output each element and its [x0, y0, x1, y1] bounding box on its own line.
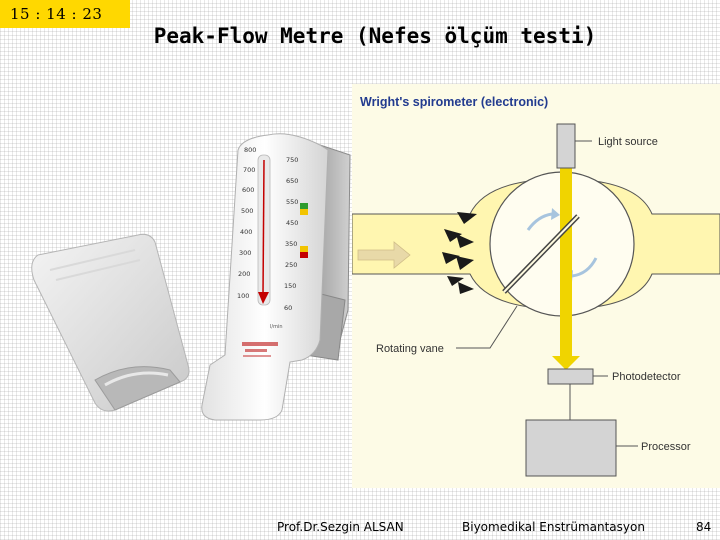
carrying-case	[31, 233, 190, 412]
left-scale-mark: 800	[244, 146, 256, 154]
diagram-title: Wright's spirometer (electronic)	[360, 95, 548, 109]
processor-label: Processor	[641, 441, 691, 453]
rotating-vane-highlight	[503, 215, 579, 293]
left-scale-mark: 100	[237, 292, 249, 300]
left-scale-mark: 200	[238, 270, 250, 278]
left-scale-mark: 700	[243, 166, 255, 174]
left-scale-mark: 500	[241, 207, 253, 215]
right-scale-mark: 750	[286, 156, 298, 164]
right-scale-mark: 450	[286, 219, 298, 227]
inlet-vanes	[442, 212, 477, 294]
footer-course: Biyomedikal Enstrümantasyon	[462, 520, 645, 534]
photodetector-label: Photodetector	[612, 371, 681, 383]
spirometer-diagram: Wright's spirometer (electronic) Light	[352, 84, 720, 488]
processor	[525, 419, 638, 477]
light-source-label: Light source	[598, 136, 658, 148]
rotating-vane-leader	[456, 305, 518, 349]
right-scale-mark: 550	[286, 198, 298, 206]
meter-left-scale: 800 700 600 500 400 300 200 100	[237, 146, 256, 300]
meter-brand-print	[242, 342, 278, 357]
footer-author: Prof.Dr.Sezgin ALSAN	[277, 520, 404, 534]
left-scale-mark: 300	[239, 249, 251, 257]
clock-display: 15 : 14 : 23	[0, 0, 130, 28]
left-scale-mark: 400	[240, 228, 252, 236]
slide-title: Peak-Flow Metre (Nefes ölçüm testi)	[153, 24, 597, 48]
meter-unit-label: l/min	[270, 324, 283, 330]
left-scale-mark: 600	[242, 186, 254, 194]
airflow-arrow	[357, 241, 411, 269]
light-beam	[552, 150, 580, 370]
meter-body: 800 700 600 500 400 300 200 100 750 650 …	[201, 133, 329, 421]
right-scale-mark: 150	[284, 282, 296, 290]
meter-right-scale: 750 650 550 450 350 250 150 60	[284, 156, 298, 312]
peak-flow-meter-photo: 800 700 600 500 400 300 200 100 750 650 …	[31, 133, 351, 421]
right-scale-mark: 350	[285, 240, 297, 248]
light-source	[556, 123, 592, 169]
rotating-vane-label: Rotating vane	[376, 343, 444, 355]
right-scale-mark: 650	[286, 177, 298, 185]
page-number: 84	[696, 520, 712, 534]
right-scale-mark: 60	[284, 304, 292, 312]
right-scale-mark: 250	[285, 261, 297, 269]
